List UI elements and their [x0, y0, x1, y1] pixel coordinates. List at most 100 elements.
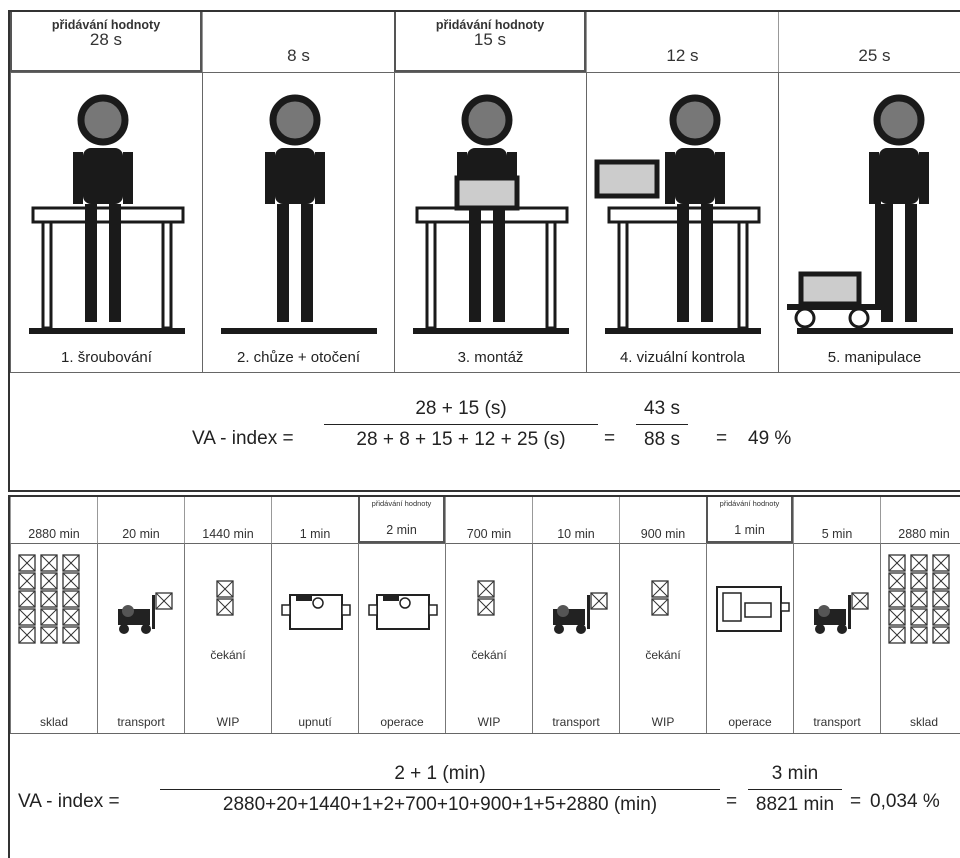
worker-figure	[787, 98, 953, 334]
process-icon	[185, 551, 272, 651]
step-label: operace	[359, 716, 445, 729]
step-label: sklad	[881, 716, 960, 729]
worker-figure	[413, 98, 569, 334]
step-time-header: 900 min	[619, 497, 706, 545]
step-time: 2 min	[360, 523, 443, 537]
step-time: 1440 min	[185, 527, 271, 541]
formula-numerator-2: 43 s	[636, 398, 688, 424]
machine-icon	[369, 595, 437, 629]
process-step: operace	[358, 543, 445, 733]
worker-illustration	[779, 78, 960, 342]
step-time-header: 12 s	[586, 12, 778, 74]
process-step: transport	[793, 543, 880, 733]
step-label: 1. šroubování	[11, 349, 202, 366]
production-flow-panel: 2880 min20 min1440 min1 minpřidávání hod…	[8, 495, 960, 858]
step-time-header: 25 s	[778, 12, 960, 74]
step-time: 5 min	[794, 527, 880, 541]
step-label: WIP	[620, 716, 706, 729]
step-time-header: 8 s	[202, 12, 394, 74]
step-time: 10 min	[533, 527, 619, 541]
step-label: transport	[794, 716, 880, 729]
step-label: sklad	[11, 716, 97, 729]
formula-numerator: 28 + 15 (s)	[324, 398, 598, 424]
step-time: 2880 min	[11, 527, 97, 541]
step-time-header: 10 min	[532, 497, 619, 545]
worker-illustration	[203, 78, 395, 342]
formula-lhs: VA - index =	[192, 428, 294, 450]
process-icon	[620, 551, 707, 651]
box-icon	[217, 581, 233, 615]
step-time-header: 5 min	[793, 497, 880, 545]
step-time-header: 1 min	[271, 497, 358, 545]
process-icon	[446, 551, 533, 651]
step-label: transport	[98, 716, 184, 729]
step-label: transport	[533, 716, 619, 729]
step-time-header: přidávání hodnoty 2 min	[358, 497, 445, 543]
value-adding-tag: přidávání hodnoty	[360, 500, 443, 508]
step-label: 3. montáž	[395, 349, 586, 366]
step-time-header: 2880 min	[10, 497, 97, 545]
step-time: 28 s	[12, 30, 200, 50]
step-time-header: přidávání hodnoty15 s	[394, 12, 586, 72]
forklift-icon	[814, 593, 868, 634]
worker-illustration	[395, 78, 587, 342]
fraction-result: 43 s 88 s	[636, 398, 688, 451]
step-label: upnutí	[272, 716, 358, 729]
formula-equals-2: =	[850, 791, 861, 813]
step-label: 4. vizuální kontrola	[587, 349, 778, 366]
step-time: 8 s	[203, 46, 394, 66]
formula-denominator: 2880+20+1440+1+2+700+10+900+1+5+2880 (mi…	[160, 790, 720, 816]
formula-denominator-2: 88 s	[636, 425, 688, 451]
step-label: 5. manipulace	[779, 349, 960, 366]
step-time-header: přidávání hodnoty1 min	[706, 497, 793, 543]
process-step: 4. vizuální kontrola	[586, 72, 778, 372]
step-label: WIP	[185, 716, 271, 729]
formula-lhs: VA - index =	[18, 791, 120, 813]
process-step: 5. manipulace	[778, 72, 960, 372]
step-time: 1 min	[272, 527, 358, 541]
step-sublabel: čekání	[185, 649, 271, 661]
process-icon	[881, 551, 960, 651]
process-step: transport	[532, 543, 619, 733]
step-time: 2880 min	[881, 527, 960, 541]
worker-figure	[29, 98, 185, 334]
step-time-header: 700 min	[445, 497, 532, 545]
process-icon	[272, 551, 359, 651]
storage-icon	[19, 555, 79, 643]
process-icon	[533, 551, 620, 651]
formula-result: 0,034 %	[870, 791, 940, 813]
process-step: transport	[97, 543, 184, 733]
process-step: 2. chůze + otočení	[202, 72, 394, 372]
formula-numerator-2: 3 min	[748, 763, 842, 789]
step-label: 2. chůze + otočení	[203, 349, 394, 366]
step-time: 12 s	[587, 46, 778, 66]
step-label: operace	[707, 716, 793, 729]
step-time-header: 2880 min	[880, 497, 960, 545]
step-time: 700 min	[446, 527, 532, 541]
process-step: sklad	[880, 543, 960, 733]
process-icon	[794, 551, 881, 651]
forklift-icon	[553, 593, 607, 634]
fraction-main: 2 + 1 (min) 2880+20+1440+1+2+700+10+900+…	[160, 763, 720, 816]
forklift-icon	[118, 593, 172, 634]
process-step: 1. šroubování	[10, 72, 202, 372]
process-step: čekáníWIP	[184, 543, 271, 733]
process-icon	[359, 551, 446, 651]
storage-icon	[889, 555, 949, 643]
formula-equals-2: =	[716, 428, 727, 450]
step-time-header: 1440 min	[184, 497, 271, 545]
process-step: 3. montáž	[394, 72, 586, 372]
step-sublabel: čekání	[620, 649, 706, 661]
box-icon	[478, 581, 494, 615]
step-time: 900 min	[620, 527, 706, 541]
box-icon	[652, 581, 668, 615]
fraction-result: 3 min 8821 min	[748, 763, 842, 816]
step-time: 1 min	[708, 523, 791, 537]
process-icon	[707, 551, 794, 651]
worker-illustration	[11, 78, 203, 342]
worker-figure	[221, 98, 377, 334]
step-time: 20 min	[98, 527, 184, 541]
process-step: čekáníWIP	[619, 543, 706, 733]
